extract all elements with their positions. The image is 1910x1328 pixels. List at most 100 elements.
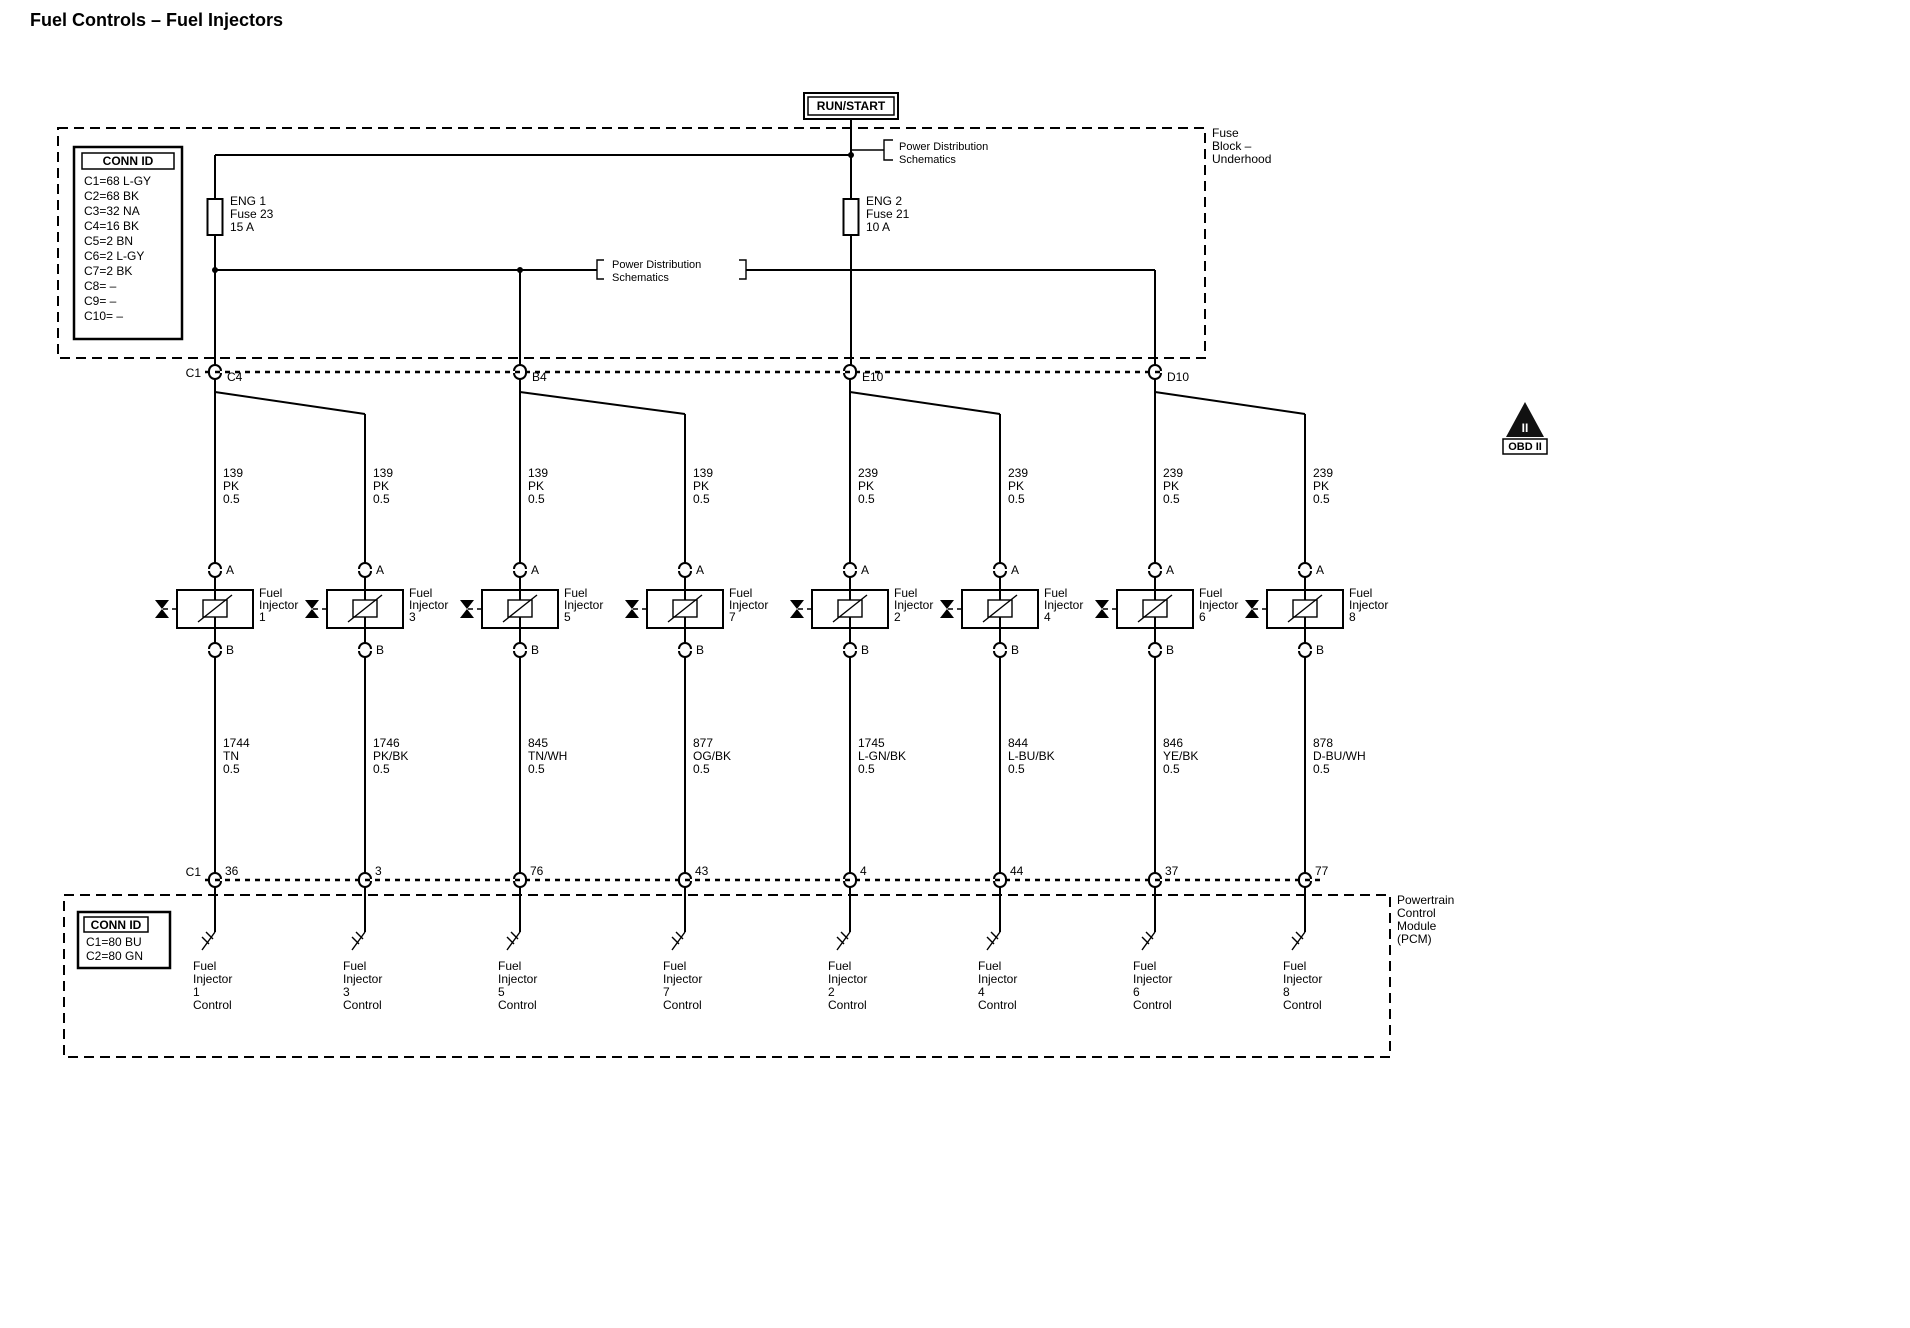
terminal-label: B xyxy=(226,643,234,657)
wire xyxy=(1137,594,1173,623)
pcm-name-line4: (PCM) xyxy=(1397,932,1432,946)
wire xyxy=(519,391,686,415)
terminal-label: B xyxy=(1316,643,1324,657)
wire-label: 139 xyxy=(528,466,548,480)
wire xyxy=(1154,391,1306,415)
pcm-pin-number: 3 xyxy=(375,864,382,878)
control-name: Control xyxy=(498,998,537,1012)
control-name: Control xyxy=(978,998,1017,1012)
wire-label: 846 xyxy=(1163,736,1183,750)
terminal-label: A xyxy=(1316,563,1324,577)
fuse-eng1: ENG 1 Fuse 23 15 A xyxy=(206,194,274,236)
run-start-source: RUN/START xyxy=(803,92,899,120)
control-name: 8 xyxy=(1283,985,1290,999)
reference-bracket xyxy=(883,139,893,161)
connector-half-icon xyxy=(843,642,857,650)
wire-label: 239 xyxy=(1163,466,1183,480)
pcm-name-line3: Module xyxy=(1397,919,1437,933)
run-start-box-inner xyxy=(807,96,895,116)
obd2-triangle-icon xyxy=(1506,402,1544,437)
control-name: Fuel xyxy=(828,959,851,973)
terminal-label: B xyxy=(861,643,869,657)
fuse-block-connector-row: C1 xyxy=(186,366,1162,380)
fuse-block-underhood: Fuse Block – Underhood CONN ID C1=68 L-G… xyxy=(57,126,1271,359)
injector-circuit-5: 139PK0.5AFuelInjector5B845TN/WH0.576Fuel… xyxy=(460,466,603,1012)
injector-name: 8 xyxy=(1349,610,1356,624)
connector-half-icon xyxy=(678,642,692,650)
wire xyxy=(990,931,999,940)
wire-label: OG/BK xyxy=(693,749,731,763)
control-name: Control xyxy=(193,998,232,1012)
control-name: Fuel xyxy=(1283,959,1306,973)
fuse1-number: Fuse 23 xyxy=(230,207,274,221)
wire-label: PK xyxy=(528,479,544,493)
conn-id-row: C8= – xyxy=(84,279,117,293)
injector-nozzle-icon xyxy=(625,600,639,618)
connector-half-icon xyxy=(993,872,1007,880)
control-name: Injector xyxy=(343,972,382,986)
wire-label: 239 xyxy=(858,466,878,480)
injector-name: 5 xyxy=(564,610,571,624)
junction-dot xyxy=(848,152,854,158)
wire xyxy=(201,936,210,945)
connector-half-icon xyxy=(993,562,1007,570)
power-dist-ref2-line2: Schematics xyxy=(612,272,669,284)
control-name: 3 xyxy=(343,985,350,999)
wire xyxy=(351,936,360,945)
terminal-label: A xyxy=(376,563,384,577)
connector-half-icon xyxy=(1148,364,1162,372)
wire xyxy=(840,931,849,940)
injector-name: Injector xyxy=(729,598,768,612)
connector-half-icon xyxy=(1148,642,1162,650)
injector-name: 6 xyxy=(1199,610,1206,624)
reference-bracket xyxy=(739,259,747,280)
control-name: Fuel xyxy=(978,959,1001,973)
fuse-block-connector: D10 xyxy=(1148,364,1306,563)
power-dist-ref2-line1: Power Distribution xyxy=(612,259,701,271)
wire-label: 0.5 xyxy=(858,762,875,776)
fuse-eng2: ENG 2 Fuse 21 10 A xyxy=(842,194,910,236)
reference-bracket xyxy=(596,259,604,280)
wire-label: 844 xyxy=(1008,736,1028,750)
injector-name: 3 xyxy=(409,610,416,624)
control-name: Injector xyxy=(1283,972,1322,986)
control-name: Control xyxy=(343,998,382,1012)
wire-label: 0.5 xyxy=(1313,492,1330,506)
pcm-pin-number: 77 xyxy=(1315,864,1329,878)
connector-half-icon xyxy=(993,642,1007,650)
wire-label: PK xyxy=(1163,479,1179,493)
control-name: Fuel xyxy=(498,959,521,973)
control-name: Fuel xyxy=(663,959,686,973)
injector-nozzle-icon xyxy=(1095,600,1109,618)
control-name: Injector xyxy=(1133,972,1172,986)
injector-nozzle-icon xyxy=(460,600,474,618)
obd2-label: OBD II xyxy=(1508,441,1542,453)
pcm-name-line2: Control xyxy=(1397,906,1436,920)
injector-name: Fuel xyxy=(1349,586,1372,600)
pcm-outline xyxy=(63,894,1391,1058)
control-name: Injector xyxy=(193,972,232,986)
conn-id-row: C7=2 BK xyxy=(84,264,132,278)
conn-id-header: CONN ID xyxy=(103,154,154,168)
connector-half-icon xyxy=(1298,872,1312,880)
terminal-label: A xyxy=(226,563,234,577)
wire-label: 1745 xyxy=(858,736,885,750)
fuse1-name: ENG 1 xyxy=(230,194,266,208)
terminal-label: A xyxy=(861,563,869,577)
wire-label: 1746 xyxy=(373,736,400,750)
connector-half-icon xyxy=(358,562,372,570)
wire xyxy=(1291,931,1306,951)
pcm-connector-row: C1 xyxy=(186,865,1320,882)
conn-id-row: C6=2 L-GY xyxy=(84,249,144,263)
fuse-block-name-line2: Block – xyxy=(1212,139,1252,153)
injector-name: Injector xyxy=(409,598,448,612)
wire xyxy=(986,931,1001,951)
connector-half-icon xyxy=(1298,642,1312,650)
injector-name: Fuel xyxy=(1199,586,1222,600)
terminal-label: A xyxy=(1166,563,1174,577)
connector-pin-label: D10 xyxy=(1167,370,1189,384)
top-connector-id: C1 xyxy=(186,366,202,380)
wire xyxy=(506,931,521,951)
